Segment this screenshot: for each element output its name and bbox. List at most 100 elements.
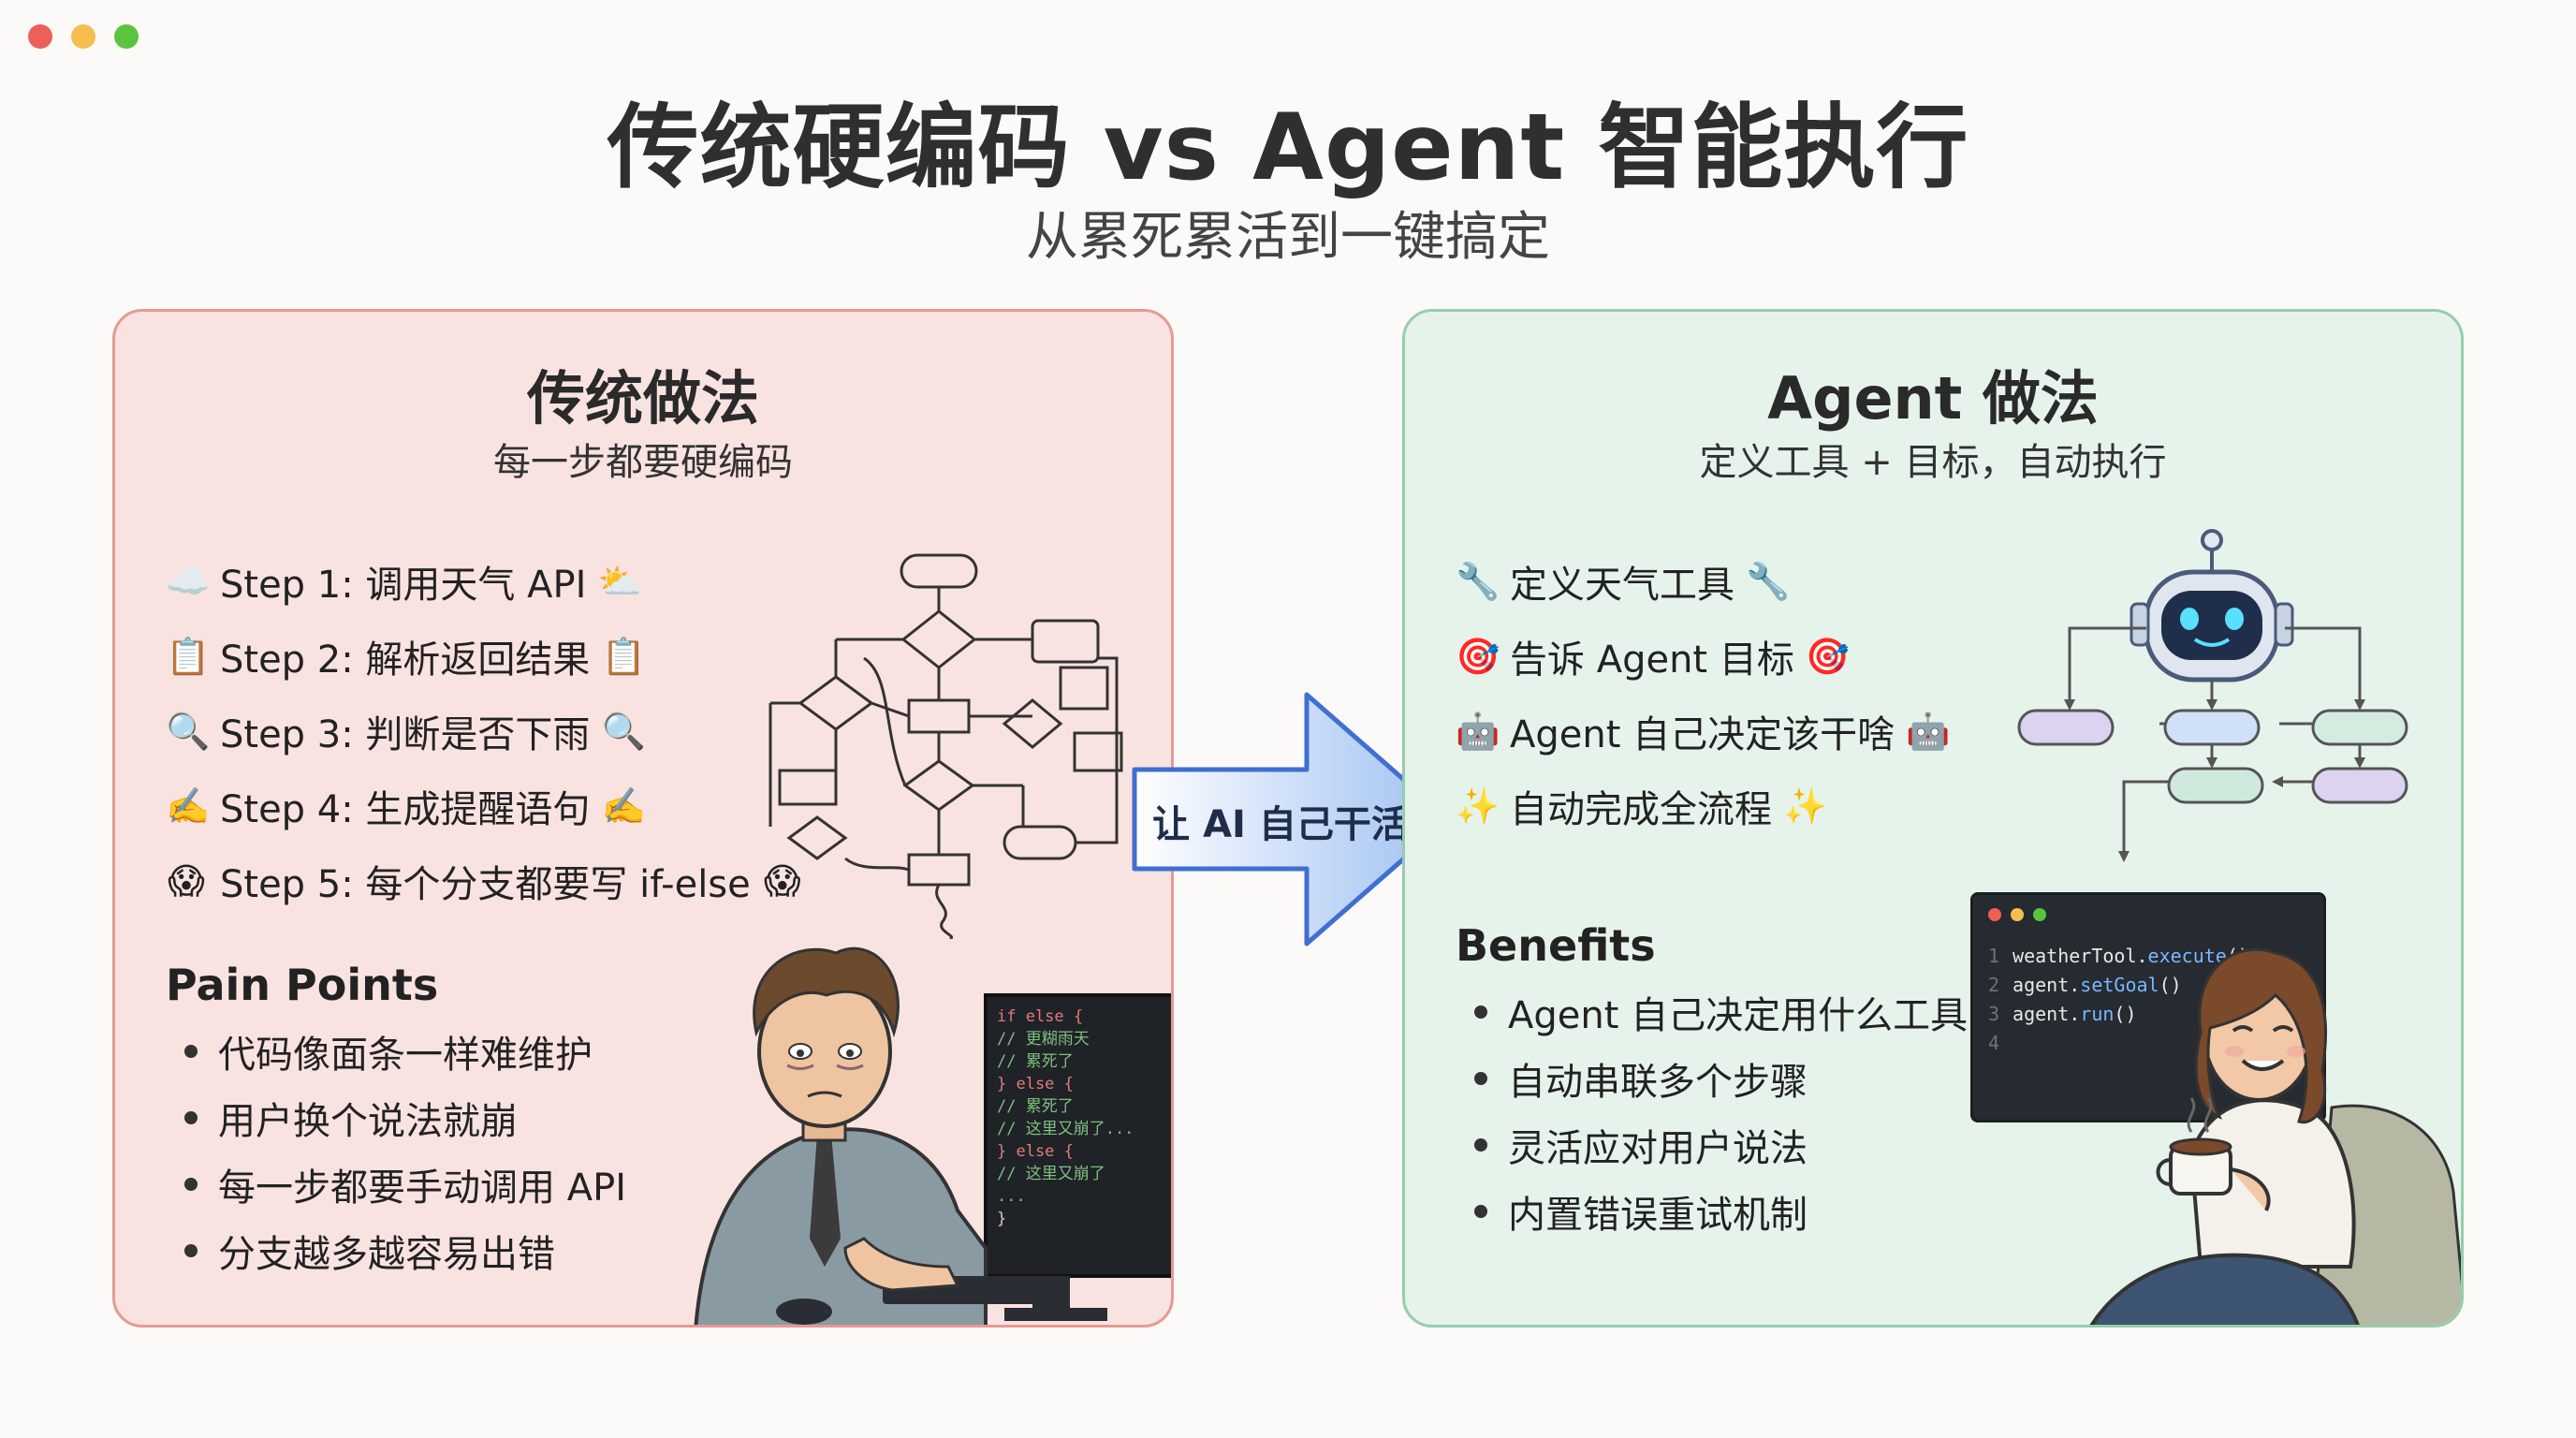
list-item: 分支越多越容易出错 (166, 1217, 626, 1284)
list-item: 用户换个说法就崩 (166, 1084, 626, 1151)
minimize-button[interactable] (71, 24, 95, 49)
step-text: Step 3: 判断是否下雨 (220, 713, 591, 756)
step-text: Agent 自己决定该干啥 (1510, 713, 1895, 756)
step-item: 🔍Step 3: 判断是否下雨🔍 (166, 694, 803, 769)
window-controls (28, 24, 139, 49)
traditional-steps: ☁️Step 1: 调用天气 API⛅ 📋Step 2: 解析返回结果📋 🔍St… (166, 544, 803, 918)
agent-flow-diagram (2017, 529, 2408, 862)
target-icon: 🎯 (1805, 635, 1851, 677)
traditional-panel: 传统做法 每一步都要硬编码 ☁️Step 1: 调用天气 API⛅ 📋Step … (112, 309, 1174, 1328)
step-item: ☁️Step 1: 调用天气 API⛅ (166, 544, 803, 619)
step-item: ✍️Step 4: 生成提醒语句✍️ (166, 769, 803, 844)
bullet-text: 自动串联多个步骤 (1508, 1060, 1808, 1104)
bullet-text: 分支越多越容易出错 (218, 1232, 555, 1276)
step-text: Step 5: 每个分支都要写 if-else (220, 863, 751, 906)
robot-icon: 🤖 (1456, 710, 1500, 752)
bullet-icon (1474, 1071, 1487, 1085)
bullet-text: 用户换个说法就崩 (218, 1099, 518, 1143)
traditional-subheading: 每一步都要硬编码 (493, 441, 793, 484)
screaming-face-icon: 😱 (763, 860, 801, 902)
code-line: // 更糊雨天 (997, 1030, 1090, 1049)
pain-points-title: Pain Points (166, 960, 439, 1010)
step-item: ✨自动完成全流程✨ (1456, 769, 1947, 844)
step-item: 🤖Agent 自己决定该干啥🤖 (1456, 694, 1951, 769)
bullet-icon (184, 1044, 198, 1058)
code-line: // 这里又崩了... (997, 1120, 1134, 1138)
list-item: 每一步都要手动调用 API (166, 1151, 626, 1217)
wrench-icon: 🔧 (1456, 560, 1500, 602)
step-text: Step 1: 调用天气 API (220, 564, 587, 607)
bullet-icon (1474, 1005, 1487, 1019)
bullet-icon (184, 1110, 198, 1124)
close-dot-icon (1988, 908, 2001, 921)
bullet-text: Agent 自己决定用什么工具 (1508, 993, 1969, 1037)
stressed-developer-illustration: if else { // 更糊雨天 // 累死了 } else { // 累死了… (694, 946, 1171, 1325)
arrow-right-icon (1132, 692, 1452, 946)
bullet-icon (184, 1177, 198, 1191)
sparkles-icon: ✨ (1783, 785, 1828, 827)
code-line: if else { (997, 1007, 1083, 1026)
zoom-button[interactable] (114, 24, 139, 49)
writing-hand-icon: ✍️ (166, 785, 211, 827)
page-title: 传统硬编码 vs Agent 智能执行 (607, 95, 1969, 201)
benefits-list: Agent 自己决定用什么工具 自动串联多个步骤 灵活应对用户说法 内置错误重试… (1456, 978, 1968, 1244)
code-line: 4 (1988, 1032, 2000, 1054)
step-item: 🎯告诉 Agent 目标🎯 (1456, 619, 1947, 694)
bullet-text: 代码像面条一样难维护 (218, 1033, 593, 1077)
step-text: 定义天气工具 (1510, 564, 1734, 607)
relaxed-woman-illustration (2089, 947, 2461, 1325)
robot-icon: 🤖 (1906, 710, 1951, 752)
bullet-icon (1474, 1137, 1487, 1152)
clipboard-icon: 📋 (601, 635, 646, 677)
target-icon: 🎯 (1456, 635, 1500, 677)
bullet-icon (1474, 1204, 1487, 1218)
code-line: // 这里又崩了 (997, 1165, 1105, 1183)
pain-points-list: 代码像面条一样难维护 用户换个说法就崩 每一步都要手动调用 API 分支越多越容… (166, 1018, 626, 1284)
cloud-icon: ☁️ (166, 560, 211, 602)
sparkles-icon: ✨ (1456, 785, 1500, 827)
list-item: 代码像面条一样难维护 (166, 1018, 626, 1084)
writing-hand-icon: ✍️ (601, 785, 646, 827)
list-item: 自动串联多个步骤 (1456, 1045, 1968, 1111)
magnifier-icon: 🔍 (166, 710, 211, 752)
bullet-text: 灵活应对用户说法 (1508, 1126, 1808, 1170)
step-item: 🔧定义天气工具🔧 (1456, 544, 1947, 619)
page-subtitle: 从累死累活到一键搞定 (1026, 207, 1550, 268)
list-item: 内置错误重试机制 (1456, 1178, 1968, 1244)
sun-cloud-icon: ⛅ (597, 560, 642, 602)
code-line: } else { (997, 1142, 1074, 1161)
agent-heading: Agent 做法 (1767, 364, 2099, 433)
step-text: 告诉 Agent 目标 (1510, 638, 1794, 682)
bullet-text: 内置错误重试机制 (1508, 1193, 1808, 1237)
clipboard-icon: 📋 (166, 635, 211, 677)
minimize-dot-icon (2011, 908, 2024, 921)
agent-steps: 🔧定义天气工具🔧 🎯告诉 Agent 目标🎯 🤖Agent 自己决定该干啥🤖 ✨… (1456, 544, 1951, 844)
step-text: Step 4: 生成提醒语句 (220, 788, 591, 831)
zoom-dot-icon (2033, 908, 2046, 921)
close-button[interactable] (28, 24, 52, 49)
code-line: } (997, 1210, 1006, 1228)
step-text: Step 2: 解析返回结果 (220, 638, 591, 682)
list-item: Agent 自己决定用什么工具 (1456, 978, 1968, 1045)
bullet-text: 每一步都要手动调用 API (218, 1166, 626, 1210)
code-line: // 累死了 (997, 1052, 1074, 1071)
list-item: 灵活应对用户说法 (1456, 1111, 1968, 1178)
step-text: 自动完成全流程 (1510, 788, 1772, 831)
code-line: ... (997, 1187, 1026, 1206)
traditional-heading: 传统做法 (526, 364, 759, 433)
step-item: 📋Step 2: 解析返回结果📋 (166, 619, 803, 694)
agent-panel: Agent 做法 定义工具 + 目标，自动执行 🔧定义天气工具🔧 🎯告诉 Age… (1402, 309, 2464, 1328)
step-item: 😱Step 5: 每个分支都要写 if-else😱 (166, 844, 803, 918)
arrow-label: 让 AI 自己干活 (1152, 803, 1409, 846)
benefits-title: Benefits (1456, 920, 1656, 971)
code-line: } else { (997, 1075, 1074, 1093)
messy-flowchart-illustration (768, 553, 1123, 939)
wrench-icon: 🔧 (1746, 560, 1791, 602)
agent-subheading: 定义工具 + 目标，自动执行 (1699, 441, 2167, 484)
bullet-icon (184, 1243, 198, 1257)
code-line: // 累死了 (997, 1097, 1074, 1116)
